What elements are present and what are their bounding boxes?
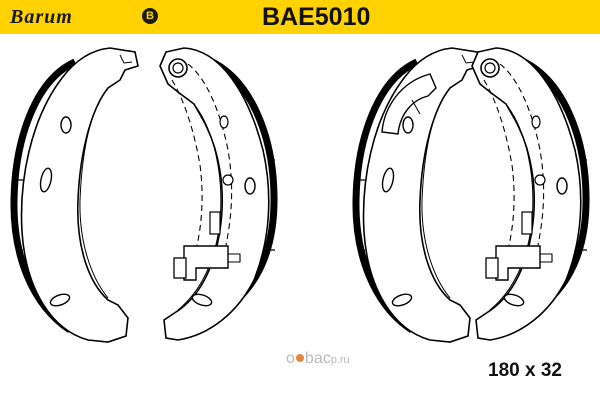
watermark-suffix: ac	[313, 350, 331, 367]
watermark-mark: b	[304, 350, 314, 367]
brake-shoe-right-outer	[356, 48, 480, 342]
watermark-prefix: o	[286, 350, 295, 367]
header-bar: Barum B BAE5010	[0, 0, 600, 34]
brake-shoe-drawing	[0, 34, 600, 364]
watermark-dot-icon	[295, 354, 304, 363]
brand-logo-text: Barum	[10, 6, 73, 28]
brake-shoe-right-inner	[472, 48, 587, 340]
brand-emblem-icon: B	[142, 8, 158, 24]
dimensions-label: 180 x 32	[488, 360, 562, 381]
brake-shoe-left-outer	[14, 48, 138, 342]
brand-logo: Barum B	[10, 6, 158, 28]
brake-shoe-left-inner	[160, 48, 275, 340]
part-number: BAE5010	[262, 3, 371, 31]
watermark-tld: p.ru	[330, 354, 350, 366]
